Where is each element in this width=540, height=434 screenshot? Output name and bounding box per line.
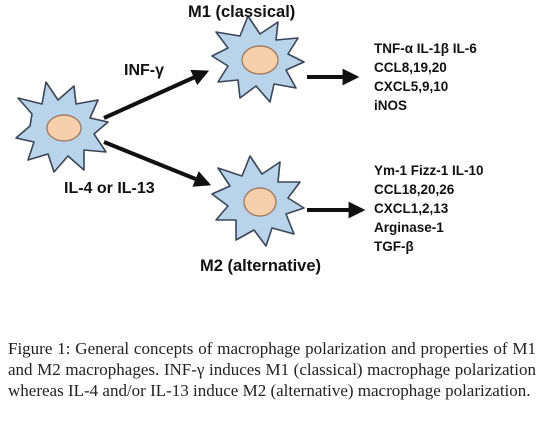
m2-product: Arginase-1 <box>374 220 444 235</box>
arrow-to-m2 <box>103 140 212 187</box>
m2-product: CCL18,20,26 <box>374 182 455 197</box>
figure-caption: Figure 1: General concepts of macrophage… <box>8 338 536 401</box>
m2-title: M2 (alternative) <box>200 257 321 275</box>
m1-macrophage-icon <box>211 15 305 103</box>
figure-label: Figure 1: <box>8 339 71 358</box>
m1-title: M1 (classical) <box>188 3 295 21</box>
m2-product: CXCL1,2,13 <box>374 201 449 216</box>
m2-product: Ym-1 Fizz-1 IL-10 <box>374 163 484 178</box>
m2-products-list: Ym-1 Fizz-1 IL-10 CCL18,20,26 CXCL1,2,13… <box>374 163 484 254</box>
polarization-diagram: M1 (classical) INF-γ IL-4 or IL-13 M2 (a… <box>15 3 484 275</box>
m2-macrophage-icon <box>211 155 305 247</box>
resting-macrophage-icon <box>15 81 109 173</box>
arrow-to-m1 <box>103 69 210 120</box>
m1-products-list: TNF-α IL-1β IL-6 CCL8,19,20 CXCL5,9,10 i… <box>374 41 477 113</box>
figure-caption-text: General concepts of macrophage polarizat… <box>8 339 536 400</box>
m1-product: CCL8,19,20 <box>374 60 447 75</box>
il4-il13-label: IL-4 or IL-13 <box>64 180 155 197</box>
m1-product: TNF-α IL-1β IL-6 <box>374 41 477 56</box>
inf-gamma-label: INF-γ <box>124 62 164 79</box>
m1-product: iNOS <box>374 98 407 113</box>
m2-product: TGF-β <box>374 239 414 254</box>
m1-product: CXCL5,9,10 <box>374 79 448 94</box>
